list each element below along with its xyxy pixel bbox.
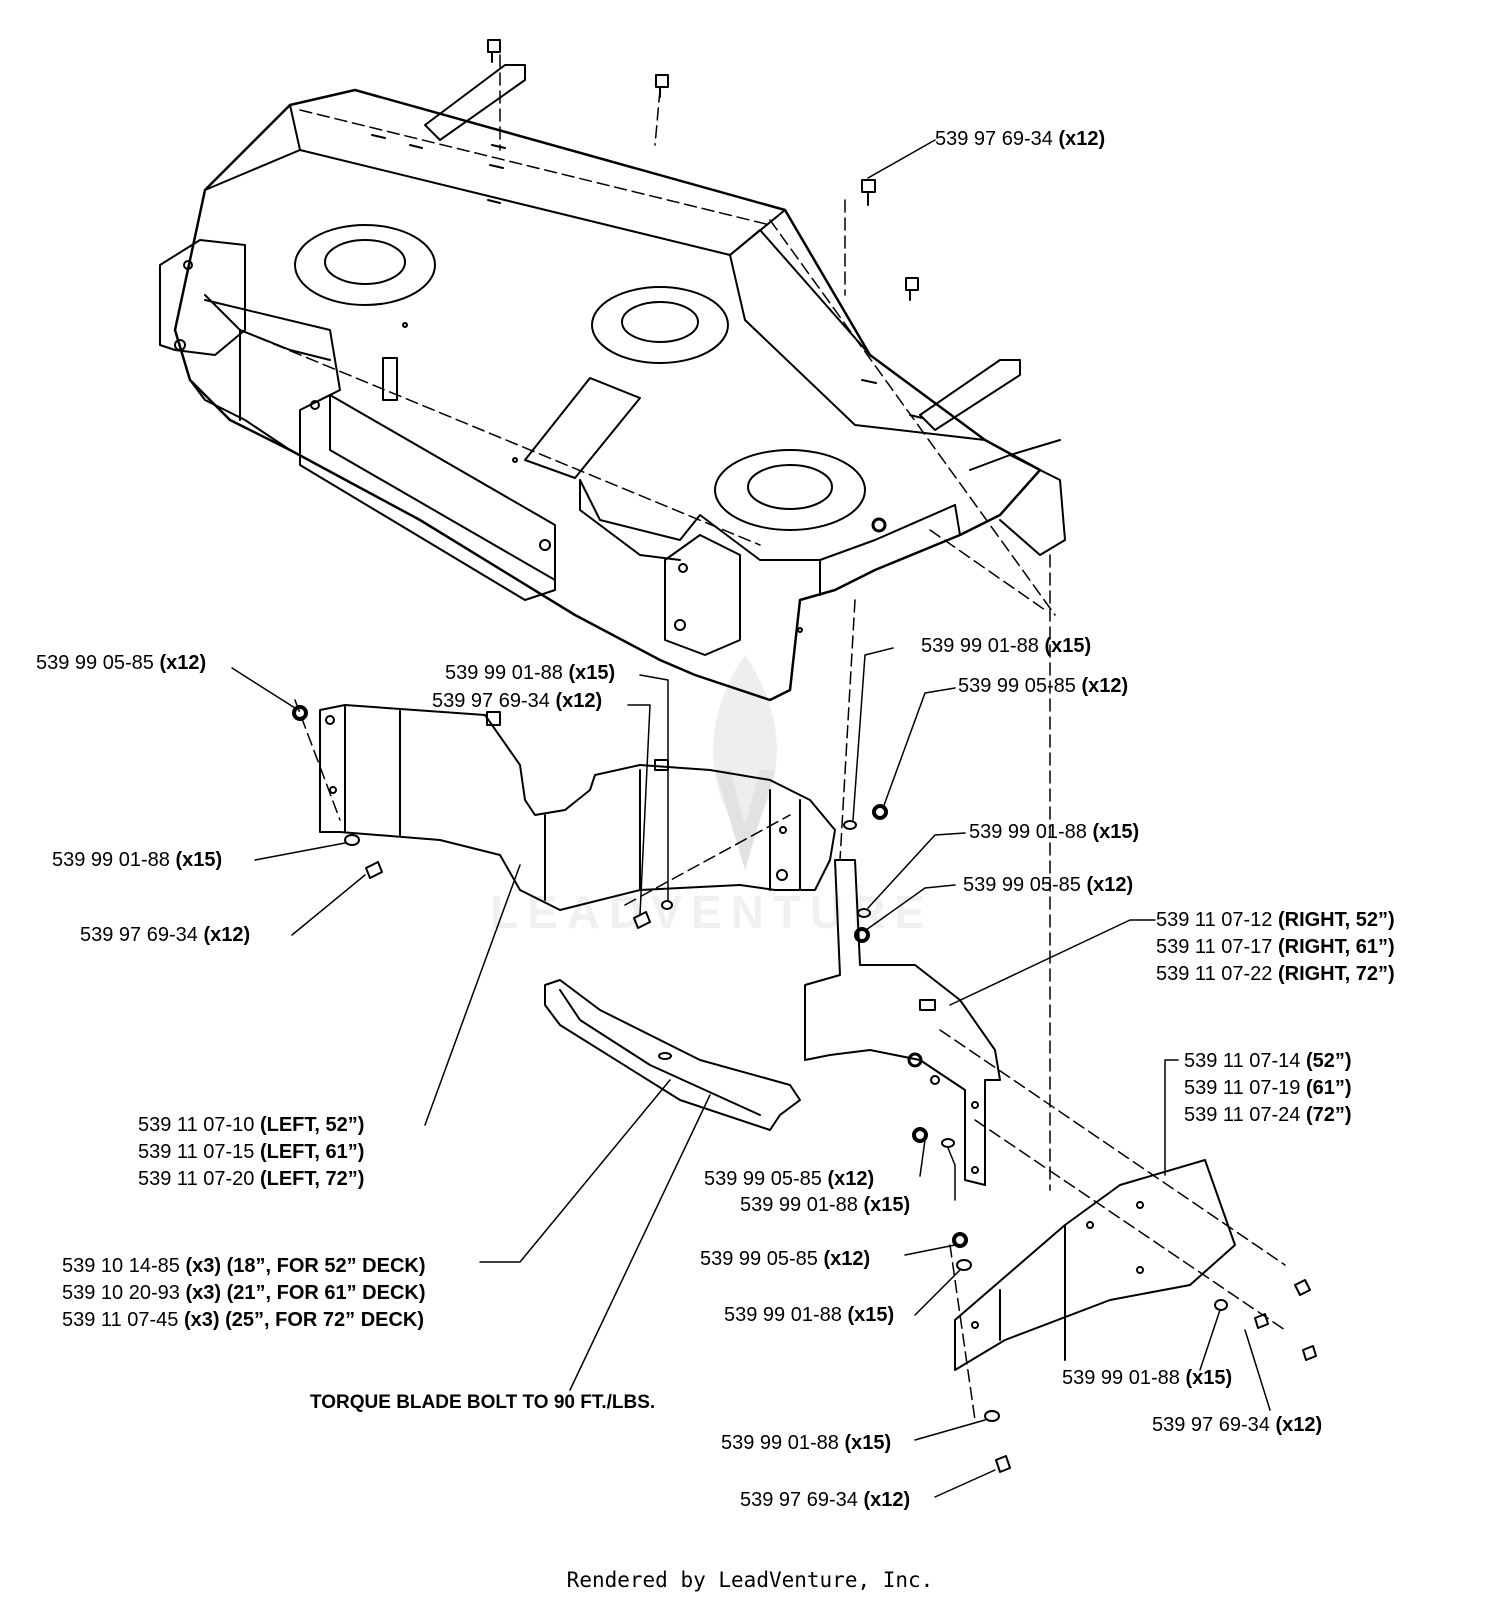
callout-label: 539 11 07-20 (LEFT, 72”): [138, 1168, 365, 1190]
callout-label: 539 11 07-17 (RIGHT, 61”): [1156, 936, 1395, 958]
callout-label: 539 99 01-88 (x15): [969, 821, 1140, 843]
watermark-text: LEADVENTURE: [490, 886, 935, 938]
callout-label: 539 11 07-19 (61”): [1184, 1077, 1352, 1099]
callout-label: 539 99 01-88 (x15): [724, 1304, 895, 1326]
callout-label: 539 10 20-93 (x3) (21”, FOR 61” DECK): [62, 1282, 426, 1304]
leader-lines: [231, 139, 1271, 1498]
hardware: [292, 179, 1317, 1473]
callout-label: 539 97 69-34 (x12): [935, 128, 1106, 150]
footer-credit: Rendered by LeadVenture, Inc.: [566, 1568, 934, 1592]
callout-label: 539 10 14-85 (x3) (18”, FOR 52” DECK): [62, 1255, 426, 1277]
callout-label: 539 11 07-12 (RIGHT, 52”): [1156, 909, 1395, 931]
callout-label: 539 97 69-34 (x12): [740, 1489, 911, 1511]
right-baffle: [804, 859, 1001, 1186]
callout-label: 539 99 05-85 (x12): [700, 1248, 871, 1270]
callout-label: 539 97 69-34 (x12): [432, 690, 603, 712]
callout-label: 539 99 05-85 (x12): [958, 675, 1129, 697]
watermark-logo: [713, 655, 777, 870]
callout-label: 539 99 01-88 (x15): [1062, 1367, 1233, 1389]
cutting-blade: [544, 979, 801, 1131]
deck-housing: [159, 39, 1066, 702]
callout-label: 539 99 01-88 (x15): [740, 1194, 911, 1216]
left-baffle: [319, 704, 836, 911]
callout-label: 539 99 01-88 (x15): [52, 849, 223, 871]
callout-label: 539 99 01-88 (x15): [721, 1432, 892, 1454]
callout-label: 539 11 07-15 (LEFT, 61”): [138, 1141, 365, 1163]
callout-label: 539 11 07-24 (72”): [1184, 1104, 1352, 1126]
callout-label: 539 99 05-85 (x12): [704, 1168, 875, 1190]
callout-label: 539 99 05-85 (x12): [36, 652, 207, 674]
callout-label: 539 99 01-88 (x15): [445, 662, 616, 684]
torque-note: TORQUE BLADE BOLT TO 90 FT./LBS.: [310, 1392, 656, 1413]
callout-label: 539 11 07-10 (LEFT, 52”): [138, 1114, 365, 1136]
callout-label: 539 11 07-22 (RIGHT, 72”): [1156, 963, 1395, 985]
callout-label: 539 11 07-45 (x3) (25”, FOR 72” DECK): [62, 1309, 425, 1331]
callout-label: 539 97 69-34 (x12): [80, 924, 251, 946]
callout-label: 539 11 07-14 (52”): [1184, 1050, 1352, 1072]
side-cover-plate: [954, 1159, 1236, 1371]
callout-label: 539 99 01-88 (x15): [921, 635, 1092, 657]
callout-label: 539 97 69-34 (x12): [1152, 1414, 1323, 1436]
callout-label: 539 99 05-85 (x12): [963, 874, 1134, 896]
